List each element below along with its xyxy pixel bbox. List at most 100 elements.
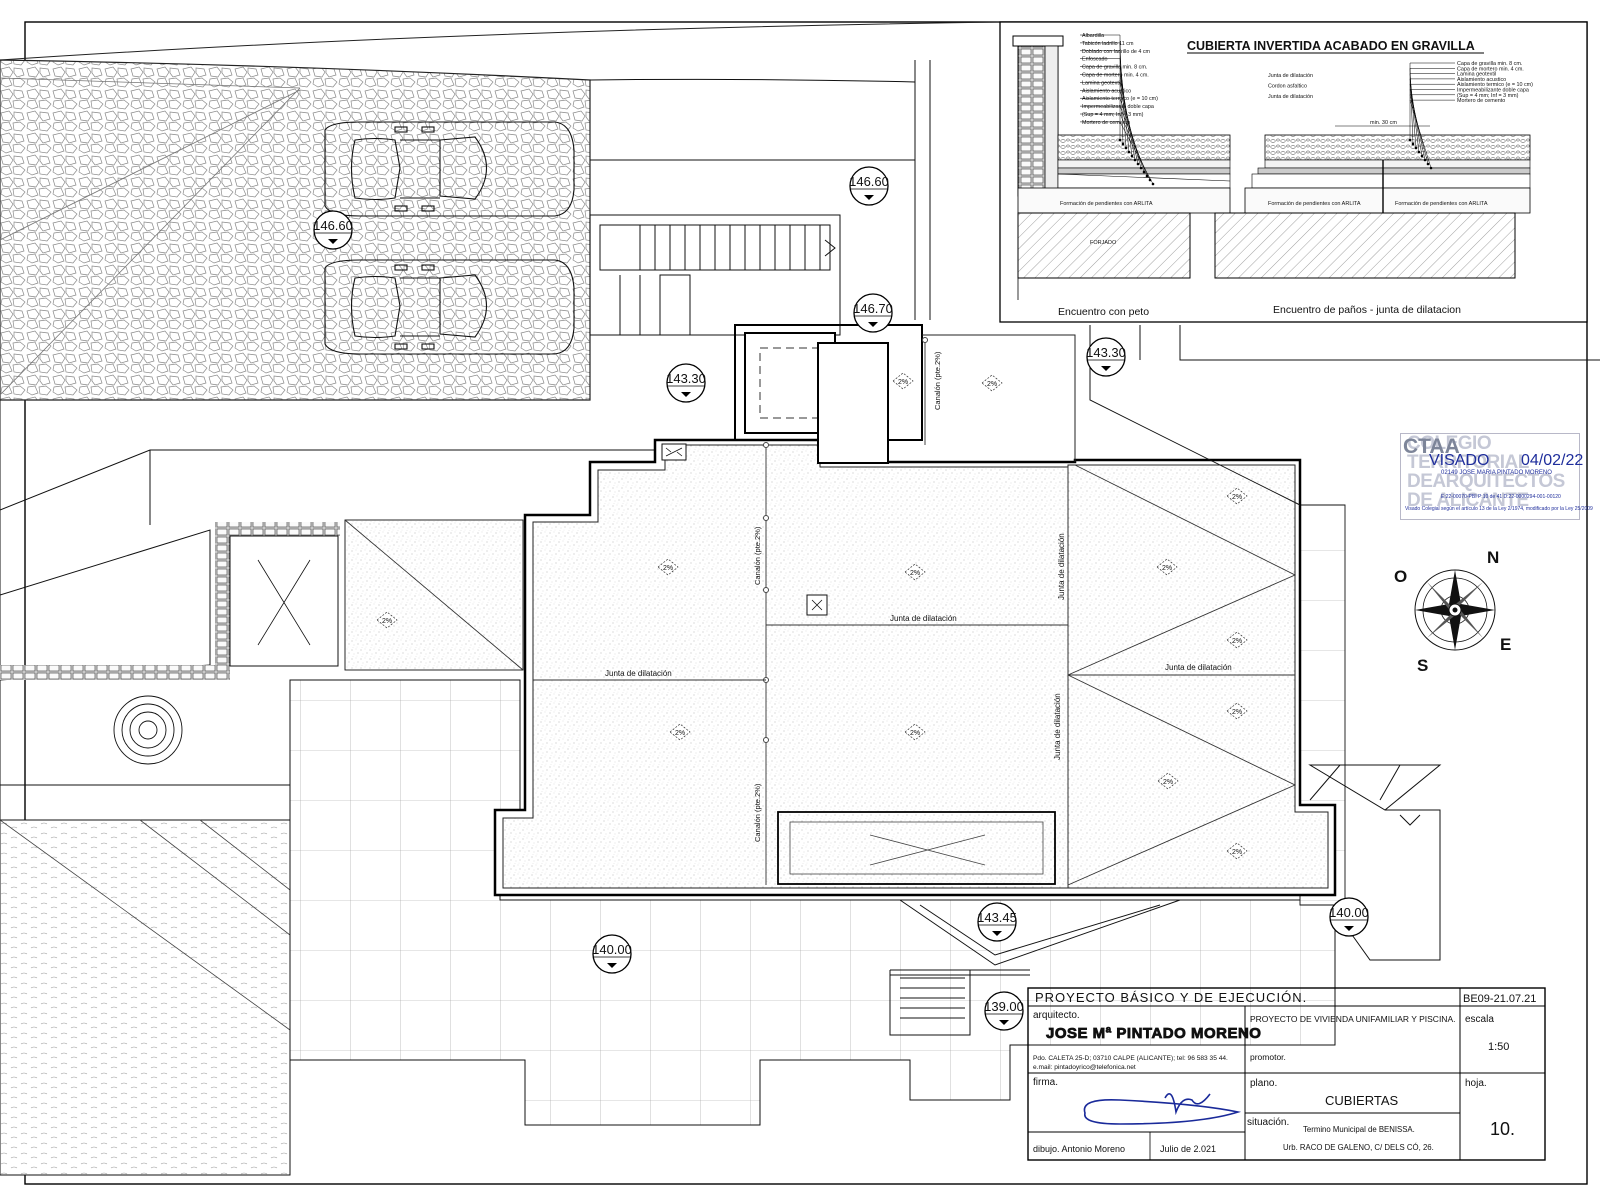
slope-badge: 2% [1226,487,1248,505]
hip-lines [344,464,1297,886]
detail-caption-left: Encuentro con peto [1058,306,1149,318]
slope-badge: 2% [657,558,679,576]
slope-badge: 2% [892,372,914,390]
level-marker: 140.00 [1329,897,1369,937]
level-marker: 146.60 [849,166,889,206]
roof-gravel [502,444,1329,889]
compass-o: O [1394,567,1407,586]
level-value: 143.30 [666,371,706,386]
junta-label-2: Junta de dilatación [890,614,957,623]
detail-label: (Sup = 4 mm; Inf = 3 mm) [1457,93,1519,99]
approval-stamp: COLEGIO TERRITORIAL DEARQUITECTOS DE ALI… [1400,433,1593,520]
tb-email: e.mail: pintadoyrico@telefonica.net [1033,1064,1136,1071]
junta-lines [533,467,1295,888]
slope-value: 2% [987,381,997,388]
tb-hoja: 10. [1490,1119,1515,1139]
detail-label: Capa de mortero min. 4 cm. [1082,73,1149,79]
compass-e: E [1500,635,1511,654]
skylight-left [229,535,339,667]
level-value: 146.60 [313,218,353,233]
tb-plano: CUBIERTAS [1325,1093,1399,1108]
compass-rose-icon [1414,569,1496,651]
tb-promotor-label: promotor. [1250,1052,1286,1062]
tb-hoja-label: hoja. [1465,1078,1487,1089]
tb-situacion-label: situación. [1247,1117,1289,1128]
formacion-label-3: Formación de pendientes con ARLITA [1395,201,1488,207]
level-marker: 143.45 [977,902,1017,942]
level-marker: 143.30 [666,363,706,403]
tree-icon [113,695,183,765]
tb-escala-label: escala [1465,1014,1494,1025]
slope-badge: 2% [1156,558,1178,576]
slope-badge: 2% [376,611,398,629]
tb-project-type: PROYECTO BÁSICO Y DE EJECUCIÓN. [1035,990,1307,1005]
junta-label-1: Junta de dilatación [605,669,672,678]
detail-label: Doblado con ladrillo de 4 cm [1082,49,1151,55]
slope-badge: 2% [669,723,691,741]
tb-plano-label: plano. [1250,1078,1277,1089]
slope-value: 2% [898,379,908,386]
slope-value: 2% [910,730,920,737]
level-value: 140.00 [592,942,632,957]
compass-n: N [1487,548,1499,567]
pool-water [0,819,291,1176]
level-marker: 146.60 [313,210,353,250]
slope-value: 2% [1232,494,1242,501]
detail-label: Aislamiento acustico [1082,88,1131,94]
slope-value: 2% [1163,779,1173,786]
detail-label: Tabicón ladrillo 11 cm [1082,41,1134,47]
detail-label: Capa de gravilla min. 8 cm. [1082,65,1147,71]
signature [1083,1093,1242,1125]
detail-label: Enfoscado [1082,57,1107,63]
level-marker: 146.70 [853,293,893,333]
forjado-label: FORJADO [1090,240,1117,246]
detail-label: Junta de dilatación [1268,94,1313,100]
detail-label: Aislamiento termico (e = 10 cm) [1457,82,1533,88]
canalon-lines [763,337,928,885]
level-value: 140.00 [1329,905,1369,920]
detail-parapet: FORJADO Formación de pendientes con ARLI… [1012,35,1231,300]
garden-wall-brick [0,665,230,680]
level-value: 146.60 [849,174,889,189]
tb-escala: 1:50 [1488,1041,1509,1053]
slope-value: 2% [1162,565,1172,572]
stamp-ctaa: CTAA [1403,435,1460,458]
drawing-frame [24,21,1588,1185]
skylight-roof [777,811,1056,885]
stamp-visado: VISADO [1429,452,1490,469]
slope-value: 2% [910,570,920,577]
detail-label: Lamina geotextil [1457,72,1496,78]
tb-address: Pdo. CALETA 25-D; 03710 CALPE (ALICANTE)… [1033,1055,1228,1062]
tb-firma-label: firma. [1033,1077,1058,1088]
level-marker: 143.30 [1086,337,1126,377]
parking-paving [0,59,591,401]
detail-label: Mortero de cemento [1082,120,1130,126]
title-block [1027,987,1546,1161]
detail-label: Impermeabilizante doble capa [1082,104,1154,110]
detail-labels-right: Capa de gravilla min. 8 cm.Capa de morte… [1408,61,1533,170]
formacion-label-2: Formación de pendientes con ARLITA [1268,201,1361,207]
level-value: 143.45 [977,910,1017,925]
bottom-structures [889,899,1181,1036]
tb-situacion-2: Urb. RACO DE GALENO, C/ DELS CÓ, 26. [1283,1143,1434,1152]
level-marker: 139.00 [984,991,1024,1031]
formacion-label-1: Formación de pendientes con ARLITA [1060,201,1153,207]
slope-value: 2% [1232,849,1242,856]
stamp-codes: E:22-00070-PBI P:10 de 41 D:22-0000294-0… [1441,494,1561,500]
tb-architect: JOSE Mª PINTADO MORENO [1046,1025,1261,1042]
compass-s: S [1417,656,1428,675]
detail-label: Lamina geotextil [1082,80,1121,86]
level-value: 139.00 [984,999,1024,1014]
stamp-name: 02149 JOSE MARIA PINTADO MORENO [1441,470,1552,476]
level-value: 143.30 [1086,345,1126,360]
slope-badge: 2% [1226,702,1248,720]
detail-label: Impermeabilizante doble capa [1457,88,1529,94]
detail-caption-right: Encuentro de paños - junta de dilatacion [1273,304,1461,316]
tb-situacion-1: Termino Municipal de BENISSA. [1303,1125,1415,1134]
detail-label: Capa de gravilla min. 8 cm. [1457,61,1522,67]
detail-label: Junta de dilatación [1268,73,1313,79]
tb-project: PROYECTO DE VIVIENDA UNIFAMILIAR Y PISCI… [1250,1014,1455,1024]
detail-title: CUBIERTA INVERTIDA ACABADO EN GRAVILLA [1187,39,1475,53]
slope-badge: 2% [1226,631,1248,649]
